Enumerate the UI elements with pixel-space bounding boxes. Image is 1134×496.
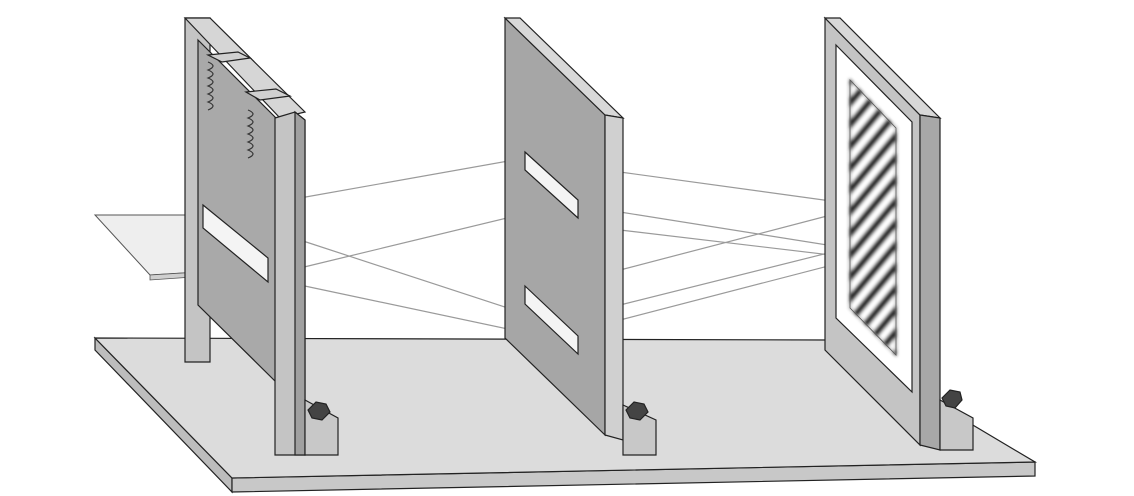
hex-bolt-icon (625, 401, 649, 421)
double-slit-barrier (503, 16, 657, 456)
slit (202, 203, 269, 284)
spring-cap (244, 88, 293, 101)
interference-screen (823, 16, 974, 451)
hex-bolt-icon (941, 389, 963, 409)
spring-cap (205, 51, 252, 63)
single-slit-barrier (183, 17, 339, 456)
slit-upper (524, 150, 579, 220)
slit-lower (524, 284, 579, 356)
screen-edge (919, 114, 941, 451)
spring-icon (206, 61, 254, 159)
hex-bolt-icon (307, 401, 331, 421)
plate-edge (604, 114, 624, 441)
bolt-block (939, 398, 974, 451)
